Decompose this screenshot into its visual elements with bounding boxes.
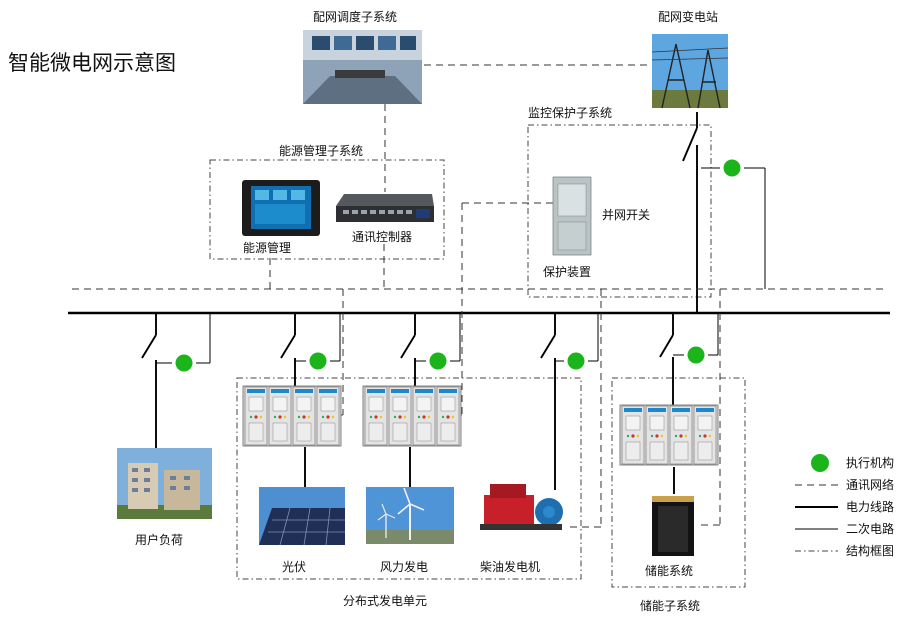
dg-unit-label: 分布式发电单元 [343,593,427,608]
legend-power-label: 电力线路 [846,499,894,514]
network-switch-photo-icon [336,194,434,222]
battery-photo-icon [652,496,694,556]
legend-secondary-label: 二次电路 [846,521,894,536]
diesel-label: 柴油发电机 [480,559,540,574]
switchgear-cabinet-photo-icon [243,386,341,446]
ems-group-label: 能源管理子系统 [279,143,363,158]
touch-panel-photo-icon [242,180,320,236]
actuator-icon [723,159,741,177]
load-switch-icon [141,334,157,359]
ems-subsystem-frame [209,159,445,260]
pv-switch-icon [280,334,296,359]
wind-turbine-photo-icon [366,487,454,544]
protect-label: 保护装置 [543,265,591,279]
control-room-photo-icon [303,30,422,104]
dispatch-label: 配网调度子系统 [313,9,397,24]
storage-group-label: 储能子系统 [640,598,700,613]
actuator-icon [687,346,705,364]
wind-switch-icon [400,334,416,359]
actuator-icon [567,352,585,370]
wind-label: 风力发电 [380,559,428,574]
cabinet-photo-icon [552,176,592,256]
legend: 执行机构 通讯网络 电力线路 二次电路 结构框图 [795,454,894,558]
actuator-icon [175,354,193,372]
comm-ctrl-label: 通讯控制器 [352,230,412,244]
solar-panel-photo-icon [259,487,345,546]
diagram-title: 智能微电网示意图 [8,51,176,75]
diesel-switch-icon [540,334,556,359]
storage-label: 储能系统 [645,563,693,578]
pv-label: 光伏 [282,560,306,574]
actuator-icon [429,352,447,370]
substation-label: 配网变电站 [658,9,718,24]
switchgear-cabinet-photo-icon [363,386,461,446]
legend-comm-label: 通讯网络 [846,477,894,492]
storage-subsystem-frame [611,377,746,588]
grid-switch-label: 并网开关 [602,208,650,222]
switchgear-cabinet-photo-icon [620,405,718,465]
legend-actuator-icon [811,454,829,472]
actuator-icon [309,352,327,370]
dg-unit-frame [236,377,582,580]
apartment-building-photo-icon [117,448,212,519]
ems-label: 能源管理 [243,240,291,255]
legend-frame-label: 结构框图 [846,543,894,558]
diesel-generator-photo-icon [480,484,563,530]
storage-switch-icon [659,334,674,358]
grid-switch-icon [682,127,698,162]
monitor-group-label: 监控保护子系统 [528,106,612,120]
legend-actuator-label: 执行机构 [846,455,894,470]
monitor-subsystem-frame [527,124,712,298]
load-label: 用户负荷 [135,532,183,547]
substation-tower-photo-icon [651,34,729,109]
